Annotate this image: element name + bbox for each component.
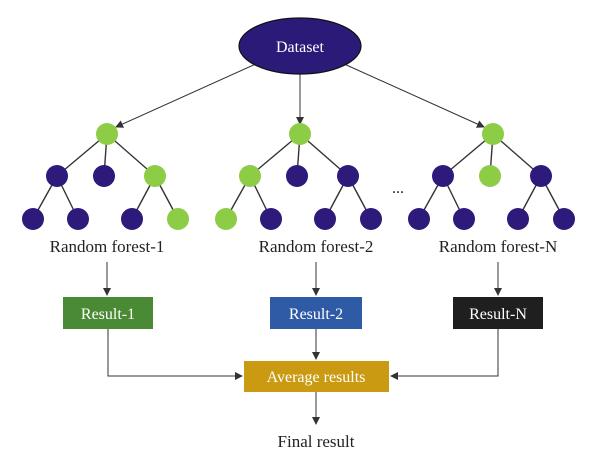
- tree-1: [22, 123, 189, 230]
- result-1-box: Result-1: [63, 297, 153, 329]
- tree-node-purple: [337, 165, 359, 187]
- tree-node-green: [144, 165, 166, 187]
- tree-node-purple: [507, 208, 529, 230]
- result-1-label: Result-1: [81, 306, 135, 323]
- arrow-result-n-to-average: [390, 329, 499, 380]
- tree-node-purple: [432, 165, 454, 187]
- tree-3: [408, 123, 575, 230]
- tree-node-green: [239, 165, 261, 187]
- final-result-label: Final result: [278, 432, 355, 451]
- dataset-label: Dataset: [276, 39, 325, 56]
- result-n-box: Result-N: [453, 297, 543, 329]
- average-results-box: Average results: [244, 361, 389, 392]
- arrow-result-1-to-average: [107, 329, 243, 380]
- average-results-label: Average results: [267, 369, 366, 386]
- tree-node-purple: [121, 208, 143, 230]
- tree-node-purple: [93, 165, 115, 187]
- forest-label-1: Random forest-1: [50, 237, 165, 256]
- tree-node-green: [96, 123, 118, 145]
- tree-node-purple: [553, 208, 575, 230]
- ellipsis-text: ...: [392, 180, 404, 197]
- result-2-label: Result-2: [289, 306, 343, 323]
- trees: [22, 123, 575, 230]
- tree-node-purple: [67, 208, 89, 230]
- tree-node-green: [167, 208, 189, 230]
- tree-node-purple: [286, 165, 308, 187]
- tree-2: [215, 123, 382, 230]
- tree-node-green: [482, 123, 504, 145]
- arrow-dataset-to-forest-1: [115, 62, 259, 128]
- tree-node-purple: [408, 208, 430, 230]
- tree-node-green: [479, 165, 501, 187]
- tree-node-green: [215, 208, 237, 230]
- tree-node-purple: [360, 208, 382, 230]
- tree-node-purple: [453, 208, 475, 230]
- dataset-node: Dataset: [238, 17, 362, 75]
- result-n-label: Result-N: [469, 306, 527, 323]
- result-2-box: Result-2: [270, 297, 362, 329]
- tree-node-purple: [314, 208, 336, 230]
- arrow-dataset-to-forest-n: [341, 62, 485, 128]
- tree-node-purple: [530, 165, 552, 187]
- tree-node-purple: [22, 208, 44, 230]
- tree-node-purple: [46, 165, 68, 187]
- forest-label-2: Random forest-2: [259, 237, 374, 256]
- tree-node-purple: [260, 208, 282, 230]
- tree-node-green: [289, 123, 311, 145]
- forest-label-n: Random forest-N: [439, 237, 558, 256]
